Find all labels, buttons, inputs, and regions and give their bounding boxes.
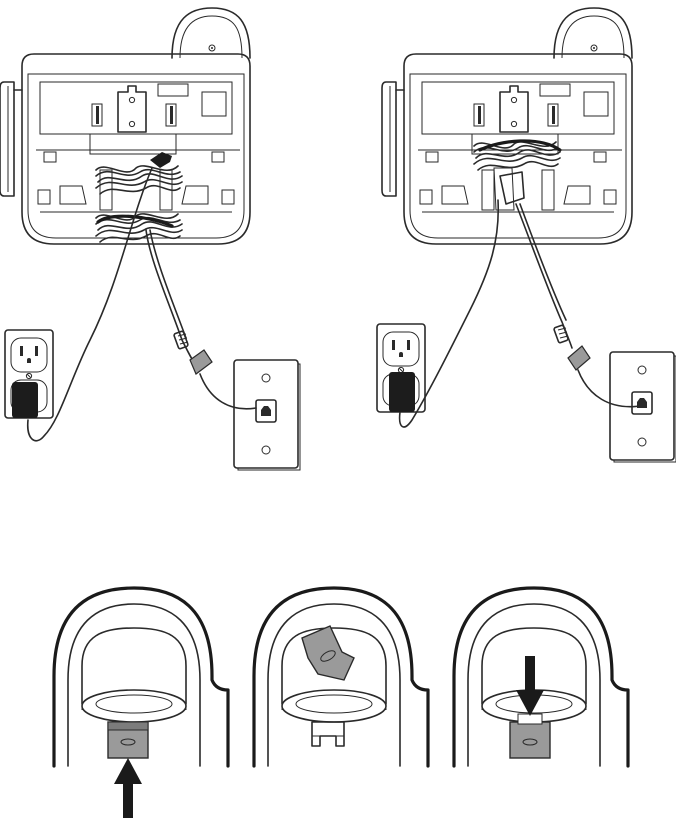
empty-tab-slot <box>312 722 344 746</box>
tab-step-remove <box>54 588 228 818</box>
phone-wall-setup-right <box>377 8 676 462</box>
phone-line-plug-left <box>174 331 189 349</box>
telephone-base-right <box>382 8 632 244</box>
arrow-up-icon <box>114 758 142 818</box>
hook-tab-gray <box>108 722 148 758</box>
telephone-base-left <box>0 8 250 244</box>
tab-step-insert <box>454 588 628 766</box>
hook-tab-rotated <box>302 626 354 680</box>
coiled-cords-right <box>474 141 560 210</box>
wall-jack-plate-left <box>234 360 300 470</box>
power-adapter-left <box>12 382 38 418</box>
phone-line-plug-right <box>554 325 569 343</box>
wall-jack-plate-right <box>610 352 676 462</box>
phone-wall-setup-left <box>0 8 300 470</box>
tab-step-rotate <box>254 588 428 766</box>
arrow-down-icon <box>516 656 544 716</box>
power-cord-left <box>28 168 152 441</box>
power-adapter-right <box>389 372 415 412</box>
jack-tab-piece-left <box>190 350 212 374</box>
jack-tab-piece-right <box>568 346 590 370</box>
